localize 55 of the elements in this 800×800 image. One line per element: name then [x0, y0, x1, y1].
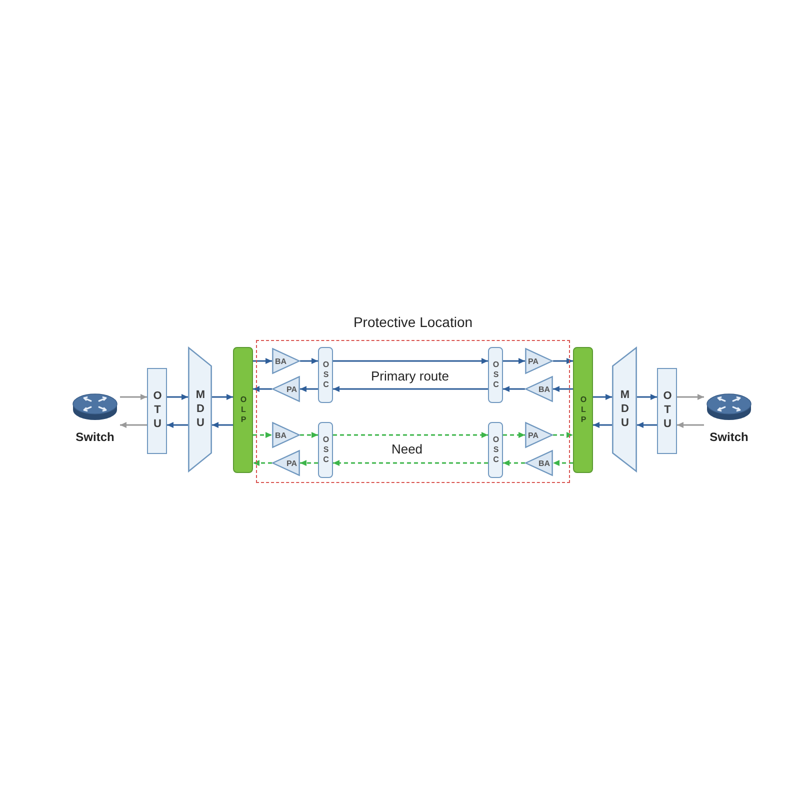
arrow [253, 432, 272, 438]
rounded-box: OSC [318, 422, 333, 478]
amplifier-triangle: PA [525, 348, 553, 374]
arrow [677, 422, 704, 428]
arrow [637, 422, 657, 428]
arrow [503, 432, 525, 438]
arrow [593, 422, 612, 428]
arrow [593, 394, 612, 400]
node-label: Switch [76, 430, 114, 444]
arrow [553, 386, 573, 392]
amplifier-triangle: PA [272, 450, 300, 476]
amplifier-triangle: BA [525, 376, 553, 402]
arrow [120, 422, 147, 428]
rounded-box: OSC [318, 347, 333, 403]
amplifier-triangle: PA [525, 422, 553, 448]
amplifier-triangle: BA [272, 348, 300, 374]
rounded-box: OSC [488, 347, 503, 403]
rounded-box: OLP [573, 347, 593, 473]
amplifier-triangle: PA [272, 376, 300, 402]
arrow [637, 394, 657, 400]
arrow [300, 460, 318, 466]
rounded-box: OLP [233, 347, 253, 473]
arrow [300, 386, 318, 392]
arrow [333, 358, 488, 364]
route-label: Need [391, 442, 423, 456]
arrow [333, 386, 488, 392]
node-label: Switch [710, 430, 748, 444]
arrow [503, 358, 525, 364]
unit-box: OTU [147, 368, 167, 454]
arrow [333, 432, 488, 438]
amplifier-triangle: BA [272, 422, 300, 448]
arrow [253, 460, 272, 466]
trapezoid-block: MDU [188, 347, 212, 472]
amplifier-triangle: BA [525, 450, 553, 476]
arrow [553, 432, 573, 438]
route-label: Primary route [370, 368, 450, 384]
unit-box: OTU [657, 368, 677, 454]
arrow [212, 422, 233, 428]
arrow [503, 386, 525, 392]
arrow [253, 358, 272, 364]
arrow [553, 358, 573, 364]
rounded-box: OSC [488, 422, 503, 478]
group-title: Protective Location [353, 314, 473, 330]
arrow [300, 432, 318, 438]
arrow [553, 460, 573, 466]
trapezoid-block: MDU [612, 347, 637, 472]
arrow [120, 394, 147, 400]
arrow [677, 394, 704, 400]
arrow [212, 394, 233, 400]
arrow [333, 460, 488, 466]
arrow [167, 394, 188, 400]
arrow [253, 386, 272, 392]
arrow [167, 422, 188, 428]
arrow [503, 460, 525, 466]
arrow [300, 358, 318, 364]
